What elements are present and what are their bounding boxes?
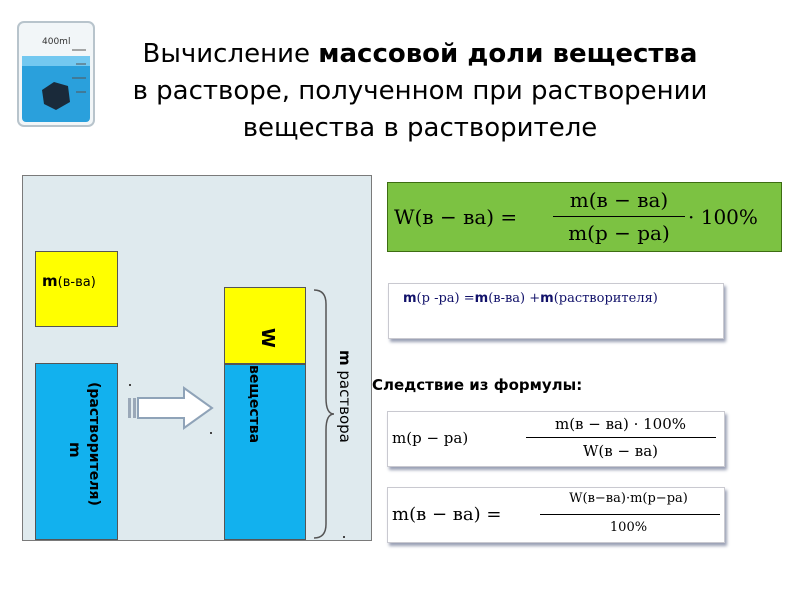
solution-mass-formula: m(р − ра) m(в − ва) · 100% W(в − ва)	[387, 411, 725, 467]
formula-denominator: m(р − ра)	[568, 221, 670, 245]
sum-m3: m	[540, 291, 554, 306]
solute-m-label: (в-ва)	[57, 275, 96, 290]
fraction-label: вещества	[246, 365, 262, 444]
solvent-mass-box: (растворителя) m	[35, 363, 118, 540]
fraction-bar	[526, 437, 716, 438]
formula-multiplier: · 100%	[688, 205, 758, 229]
dot-marker	[343, 536, 345, 538]
sum-t2: (в-ва) +	[488, 291, 541, 306]
page-title: Вычисление массовой доли вещества в раст…	[55, 36, 785, 147]
solution-mass-label: m раствора	[336, 350, 354, 443]
consequence-heading: Следствие из формулы:	[372, 376, 583, 394]
formula-lhs: m(в − ва) =	[392, 504, 502, 525]
formula-denominator: 100%	[609, 520, 648, 535]
solution-solvent-part	[224, 364, 306, 540]
solution-m-text: раствора	[336, 365, 354, 443]
formula-numerator: m(в − ва)	[569, 188, 669, 212]
formula-numerator: m(в − ва) · 100%	[554, 415, 687, 433]
fraction-bar	[553, 216, 685, 217]
fraction-w-symbol: W	[257, 328, 278, 348]
formula-numerator: W(в−ва)·m(р−ра)	[569, 491, 688, 506]
title-line2: в растворе, полученном при растворении	[132, 76, 708, 106]
sum-m2: m	[474, 291, 489, 306]
solution-solute-part	[224, 287, 306, 364]
solute-mass-formula: m(в − ва) = W(в−ва)·m(р−ра) 100%	[387, 487, 725, 543]
title-part2: массовой доли вещества	[318, 39, 698, 69]
solute-m-symbol: m	[42, 272, 58, 290]
sum-t3: (растворителя)	[553, 291, 658, 306]
title-line3: вещества в растворителе	[242, 113, 598, 143]
formula-lhs: W(в − ва) =	[394, 205, 518, 229]
solvent-m-symbol: m	[66, 442, 84, 458]
right-arrow-icon	[128, 386, 214, 430]
beaker-label: 400ml	[42, 37, 70, 47]
sum-t1: (р -ра) =	[416, 291, 475, 306]
beaker-icon: 400ml	[17, 21, 95, 127]
dot-marker	[129, 384, 131, 386]
solution-brace	[313, 289, 334, 539]
formula-lhs: m(р − ра)	[392, 429, 469, 447]
dot-marker	[210, 432, 212, 434]
solution-m-symbol: m	[336, 350, 354, 366]
solvent-label: (растворителя)	[86, 382, 102, 506]
sum-m1: m	[403, 291, 417, 306]
solution-mass-sum-formula: m(р -ра) =m(в-ва) +m(растворителя)	[388, 283, 724, 339]
formula-denominator: W(в − ва)	[582, 442, 659, 460]
solute-mass-box: m(в-ва)	[35, 251, 118, 327]
fraction-bar	[540, 514, 720, 515]
title-part1: Вычисление	[142, 39, 319, 69]
mass-fraction-formula: W(в − ва) = m(в − ва) m(р − ра) · 100%	[387, 182, 782, 252]
